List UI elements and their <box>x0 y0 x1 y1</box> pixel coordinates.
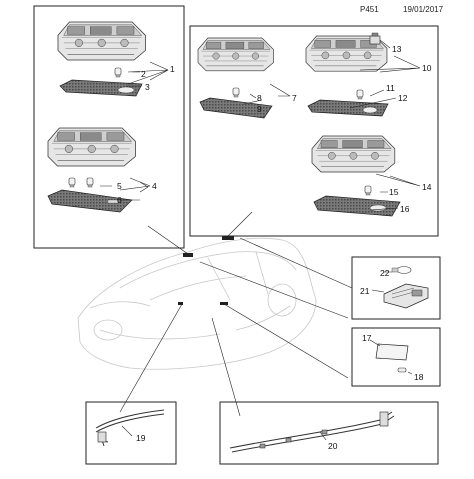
callout-17: 17 <box>362 333 372 343</box>
callout-13: 13 <box>392 44 402 54</box>
panel-20 <box>219 401 439 465</box>
callout-11: 11 <box>386 83 395 93</box>
callout-5: 5 <box>117 181 122 191</box>
page-date: 19/01/2017 <box>403 5 444 14</box>
bulb-part-11 <box>356 89 364 100</box>
lens-17 <box>375 343 409 361</box>
callout-15: 15 <box>389 187 399 197</box>
callout-3: 3 <box>145 82 150 92</box>
left-assembly-panel <box>33 5 185 249</box>
callout-9: 9 <box>257 104 262 114</box>
bulb-part-2 <box>114 67 122 78</box>
panel-21-22 <box>351 256 441 320</box>
bulb-part-8 <box>232 87 240 98</box>
bulb-part-5b <box>68 177 76 188</box>
callout-22: 22 <box>380 268 390 278</box>
car-outline <box>77 237 317 370</box>
callout-4: 4 <box>152 181 157 191</box>
callout-2: 2 <box>141 69 146 79</box>
lens-part-9 <box>199 97 273 119</box>
callout-14: 14 <box>422 182 432 192</box>
right-assembly-panel <box>189 25 439 237</box>
harness-20 <box>229 411 395 453</box>
panel-17-18 <box>351 327 441 387</box>
callout-12: 12 <box>398 93 408 103</box>
callout-7: 7 <box>292 93 297 103</box>
switch-13 <box>369 32 381 45</box>
lamp-unit-7 <box>197 37 274 72</box>
car-mount-points <box>178 236 234 305</box>
bulb-part-5 <box>86 177 94 188</box>
lens-part-6 <box>47 189 133 213</box>
callout-19: 19 <box>136 433 146 443</box>
bulb-part-15 <box>364 185 372 196</box>
lamp-unit-4 <box>47 127 136 167</box>
bulb-18 <box>397 367 407 373</box>
callout-8: 8 <box>257 93 262 103</box>
callout-21: 21 <box>360 286 370 296</box>
callout-16: 16 <box>400 204 410 214</box>
bulb-22 <box>391 266 412 274</box>
lens-part-3 <box>59 79 143 97</box>
lamp-holder-21 <box>383 283 429 309</box>
callout-6: 6 <box>117 195 122 205</box>
page-code: P451 <box>360 5 379 14</box>
lens-part-16 <box>313 195 401 217</box>
panel-19 <box>85 401 177 465</box>
callout-1: 1 <box>170 64 175 74</box>
harness-19 <box>95 409 165 447</box>
lamp-unit-1 <box>57 21 146 61</box>
lamp-unit-14 <box>311 135 396 173</box>
callout-20: 20 <box>328 441 338 451</box>
callout-18: 18 <box>414 372 424 382</box>
callout-10: 10 <box>422 63 432 73</box>
